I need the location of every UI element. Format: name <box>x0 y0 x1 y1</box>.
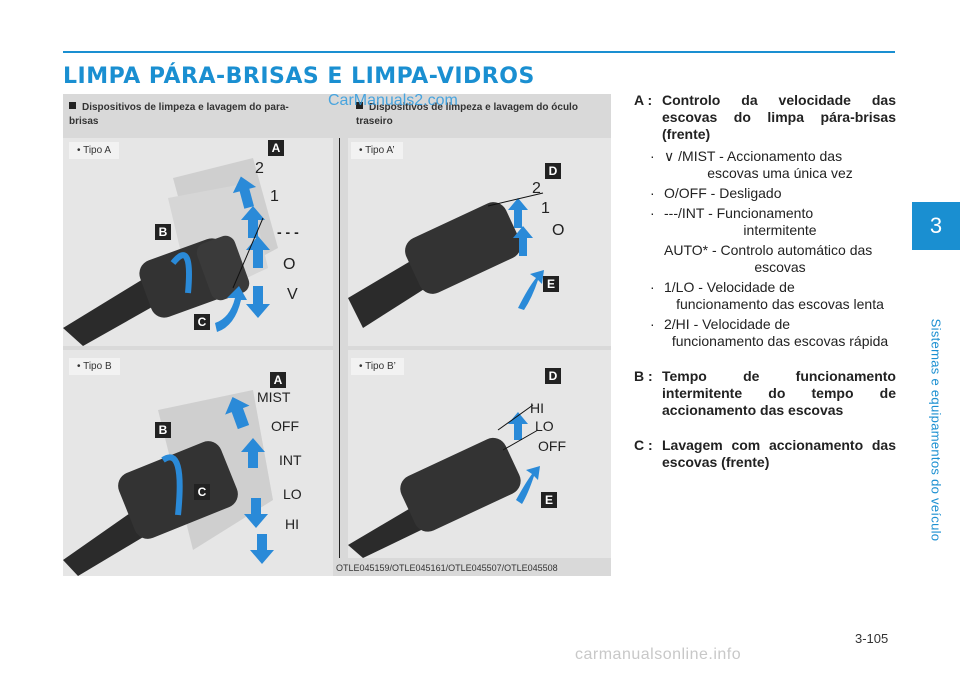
label-tipo-b2: • Tipo B’ <box>351 358 404 375</box>
label-c: C <box>194 484 210 500</box>
label-b: B <box>155 422 171 438</box>
label-tipo-a: • Tipo A <box>69 142 120 159</box>
item-label: 1/LO - Velocidade de <box>664 279 795 295</box>
label-e: E <box>541 492 557 508</box>
chapter-label: Sistemas e equipamentos do veículo <box>928 318 944 542</box>
item-b: B : Tempo de funcionamento intermitente … <box>634 368 896 418</box>
wiper-lever-illustration-b <box>63 390 274 576</box>
watermark-bottom: carmanualsonline.info <box>575 646 742 663</box>
label-hi: HI <box>530 400 544 416</box>
panel-tipo-a: A B C 2 1 - - - O V <box>63 138 333 346</box>
item-label: O/OFF - Desligado <box>664 185 782 201</box>
bullet: · <box>650 148 655 164</box>
panel-tipo-b2: D E HI LO OFF <box>348 350 611 558</box>
label-d: D <box>545 368 561 384</box>
item-a: A : Controlo da velocidade das escovas d… <box>634 92 896 142</box>
header-rule <box>63 51 895 53</box>
item-label: ---/INT - Funcionamento <box>664 205 814 221</box>
chevron-down-icon: ∨ <box>664 148 679 164</box>
watermark: CarManuals2.com <box>328 92 458 109</box>
label-2: 2 <box>255 160 264 177</box>
panel-tipo-b: A B C MIST OFF INT LO HI <box>63 350 333 576</box>
figure-caption: OTLE045159/OTLE045161/OTLE045507/OTLE045… <box>336 563 558 573</box>
section-heading-rear: Dispositivos de limpeza e lavagem do ócu… <box>356 102 578 127</box>
label-a: A <box>270 372 286 388</box>
label-o: O <box>552 222 565 239</box>
label-c: C <box>194 314 210 330</box>
wiper-lever-illustration-a2 <box>348 192 544 328</box>
label-2: 2 <box>532 180 541 197</box>
item-label: AUTO* - Controlo automático das <box>664 242 873 258</box>
item-label-continued: escovas uma única vez <box>707 165 853 181</box>
label-lo: LO <box>283 486 302 502</box>
item-label: /MIST - Accionamento das <box>678 148 843 164</box>
label-hi: HI <box>285 516 299 532</box>
item-label-continued: funcionamento das escovas rápida <box>671 333 889 349</box>
chapter-tab: 3 <box>912 202 960 250</box>
label-int: - - - <box>277 224 299 240</box>
page-title: LIMPA PÁRA-BRISAS E LIMPA-VIDROS <box>63 64 535 89</box>
label-1: 1 <box>270 188 279 205</box>
bullet: · <box>650 185 655 201</box>
item-label-continued: escovas <box>754 259 806 275</box>
label-off: OFF <box>271 418 299 434</box>
bullet-square <box>356 102 363 109</box>
wiper-lever-illustration-b2 <box>348 404 540 558</box>
section-heading-front: Dispositivos de limpeza e lavagem do par… <box>69 102 289 127</box>
bullet: · <box>650 279 655 295</box>
list-item: · O/OFF - Desligado <box>650 185 896 202</box>
item-c: C : Lavagem com accionamento das escovas… <box>634 437 896 470</box>
bullet-square <box>69 102 76 109</box>
description-column: A : Controlo da velocidade das escovas d… <box>634 92 896 471</box>
label-mist: MIST <box>257 389 291 405</box>
bullet: · <box>650 316 655 332</box>
label-int: INT <box>279 452 302 468</box>
label-d: D <box>545 163 561 179</box>
label-off: OFF <box>538 438 566 454</box>
page-number: 3-105 <box>855 631 889 646</box>
label-off: O <box>283 256 296 273</box>
label-tipo-b: • Tipo B <box>69 358 120 375</box>
item-label-continued: funcionamento das escovas lenta <box>676 296 884 312</box>
item-label-continued: intermitente <box>743 222 817 238</box>
figure: A B C 2 1 - - - O V D E 2 1 O <box>63 94 611 576</box>
panel-tipo-a2: D E 2 1 O <box>348 138 611 346</box>
label-lo: LO <box>535 418 554 434</box>
figure-divider <box>339 138 340 558</box>
item-label: 2/HI - Velocidade de <box>664 316 791 332</box>
bullet: · <box>650 205 655 221</box>
wiper-lever-illustration-a <box>63 158 278 346</box>
label-b: B <box>155 224 171 240</box>
label-e: E <box>543 276 559 292</box>
label-1: 1 <box>541 200 550 217</box>
label-a: A <box>268 140 284 156</box>
label-mist: V <box>287 286 298 303</box>
label-tipo-a2: • Tipo A’ <box>351 142 403 159</box>
